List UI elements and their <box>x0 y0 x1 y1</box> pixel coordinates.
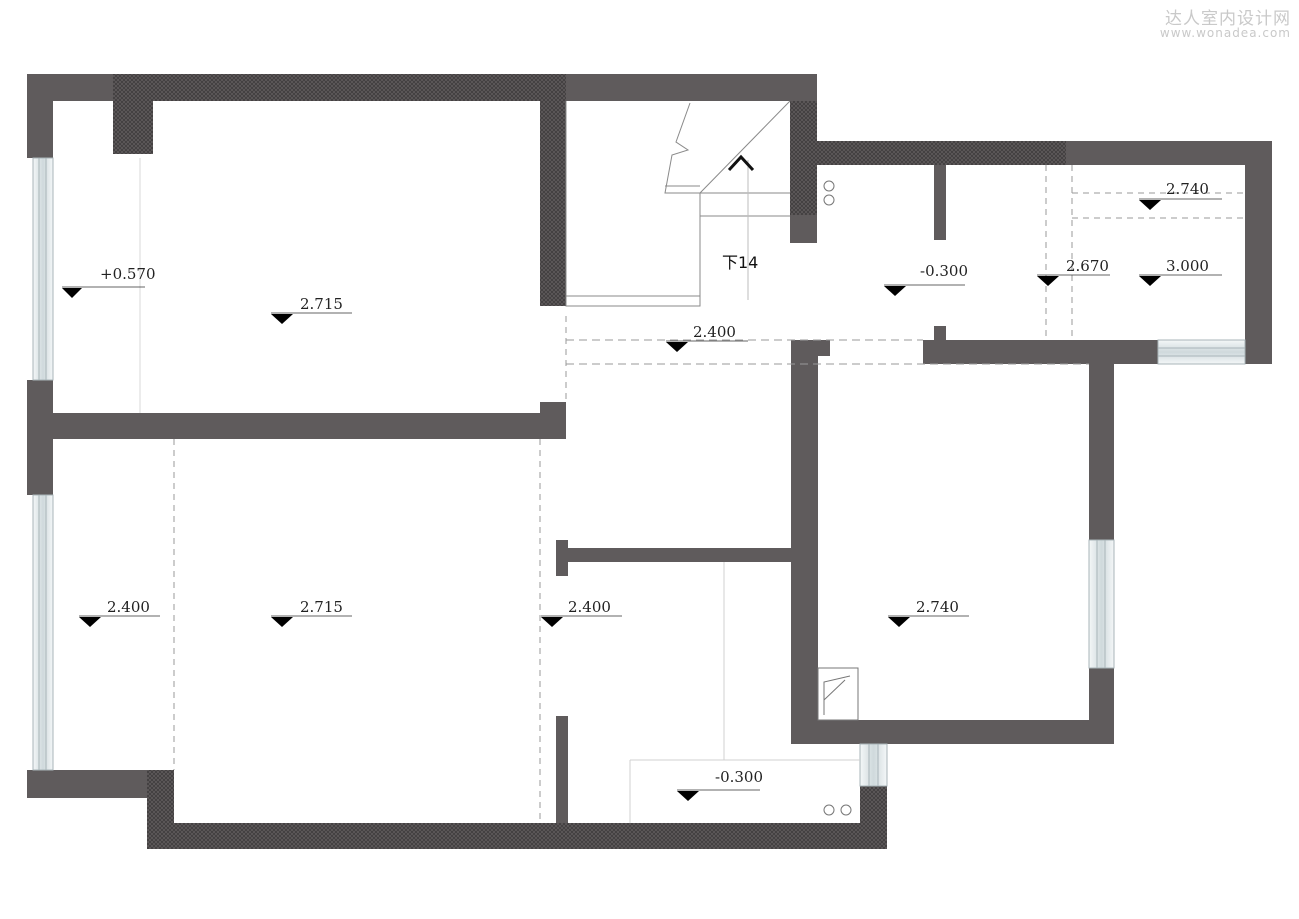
level-marker-hall: 2.400 <box>541 598 622 627</box>
walls <box>27 74 1272 824</box>
level-marker-bedroom-right: 2.740 <box>888 598 969 627</box>
stair-up-arrow-icon <box>727 154 755 172</box>
structural-walls <box>113 74 1066 849</box>
level-marker-service-b: 3.000 <box>1139 257 1222 286</box>
watermark-name: 达人室内设计网 <box>1165 9 1291 29</box>
level-text: -0.300 <box>920 262 968 280</box>
wardrobe-icon <box>817 667 859 721</box>
drain-icon <box>840 804 852 816</box>
drain-icon <box>823 804 835 816</box>
stair <box>565 100 791 307</box>
boundary-lines <box>139 158 1245 823</box>
level-marker-bedroom-top: 2.715 <box>271 295 352 324</box>
stair-label: 下14 <box>722 253 758 272</box>
level-text: 2.740 <box>1166 180 1209 198</box>
drain-icon <box>823 194 835 206</box>
level-marker-service-a: 2.670 <box>1037 257 1110 286</box>
level-marker-balcony-left: +0.570 <box>62 265 156 298</box>
level-text: +0.570 <box>100 265 156 283</box>
level-text: 3.000 <box>1166 257 1209 275</box>
level-text: 2.715 <box>300 295 343 313</box>
level-marker-kitchen: -0.300 <box>884 262 968 296</box>
drain-icon <box>823 180 835 192</box>
level-text: 2.400 <box>107 598 150 616</box>
level-text: 2.400 <box>693 323 736 341</box>
level-text: 2.400 <box>568 598 611 616</box>
level-text: 2.740 <box>916 598 959 616</box>
windows <box>32 157 1246 787</box>
level-marker-corridor: 2.400 <box>666 323 748 352</box>
level-marker-bathroom: -0.300 <box>677 768 763 801</box>
level-text: 2.670 <box>1066 257 1109 275</box>
level-marker-west-strip: 2.400 <box>79 598 160 627</box>
level-text: 2.715 <box>300 598 343 616</box>
level-marker-living: 2.715 <box>271 598 352 627</box>
level-marker-service-b-top: 2.740 <box>1139 180 1222 210</box>
watermark-url: www.wonadea.com <box>1159 26 1291 40</box>
fixtures <box>817 180 859 816</box>
level-text: -0.300 <box>715 768 763 786</box>
